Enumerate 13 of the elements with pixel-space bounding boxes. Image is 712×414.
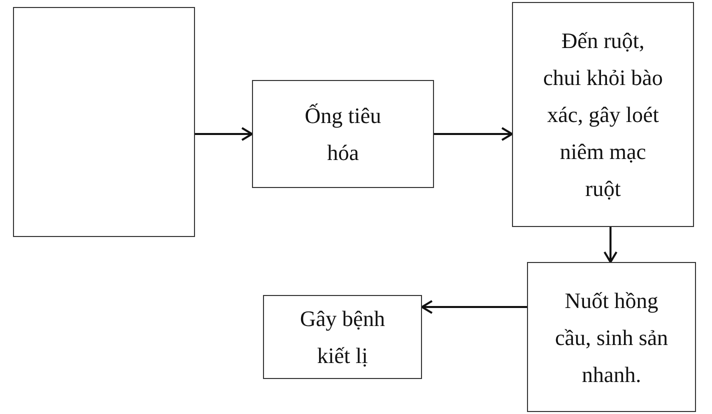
- arrow: [604, 227, 618, 263]
- node-text: Gây bệnh kiết lị: [299, 305, 386, 370]
- node-text: Nuốt hồng cầu, sinh sản nhanh.: [554, 286, 670, 388]
- process-box: [263, 295, 422, 379]
- process-box: [512, 2, 694, 227]
- process-box: [527, 262, 696, 412]
- empty-box: [13, 7, 195, 237]
- node-text: Đến ruột, chui khỏi bào xác, gây loét niêm mạc ruột: [542, 27, 664, 203]
- arrow: [434, 127, 513, 141]
- arrow: [195, 127, 253, 141]
- arrow: [421, 300, 527, 314]
- node-text: Ống tiêu hóa: [304, 102, 382, 167]
- process-box: [252, 80, 434, 188]
